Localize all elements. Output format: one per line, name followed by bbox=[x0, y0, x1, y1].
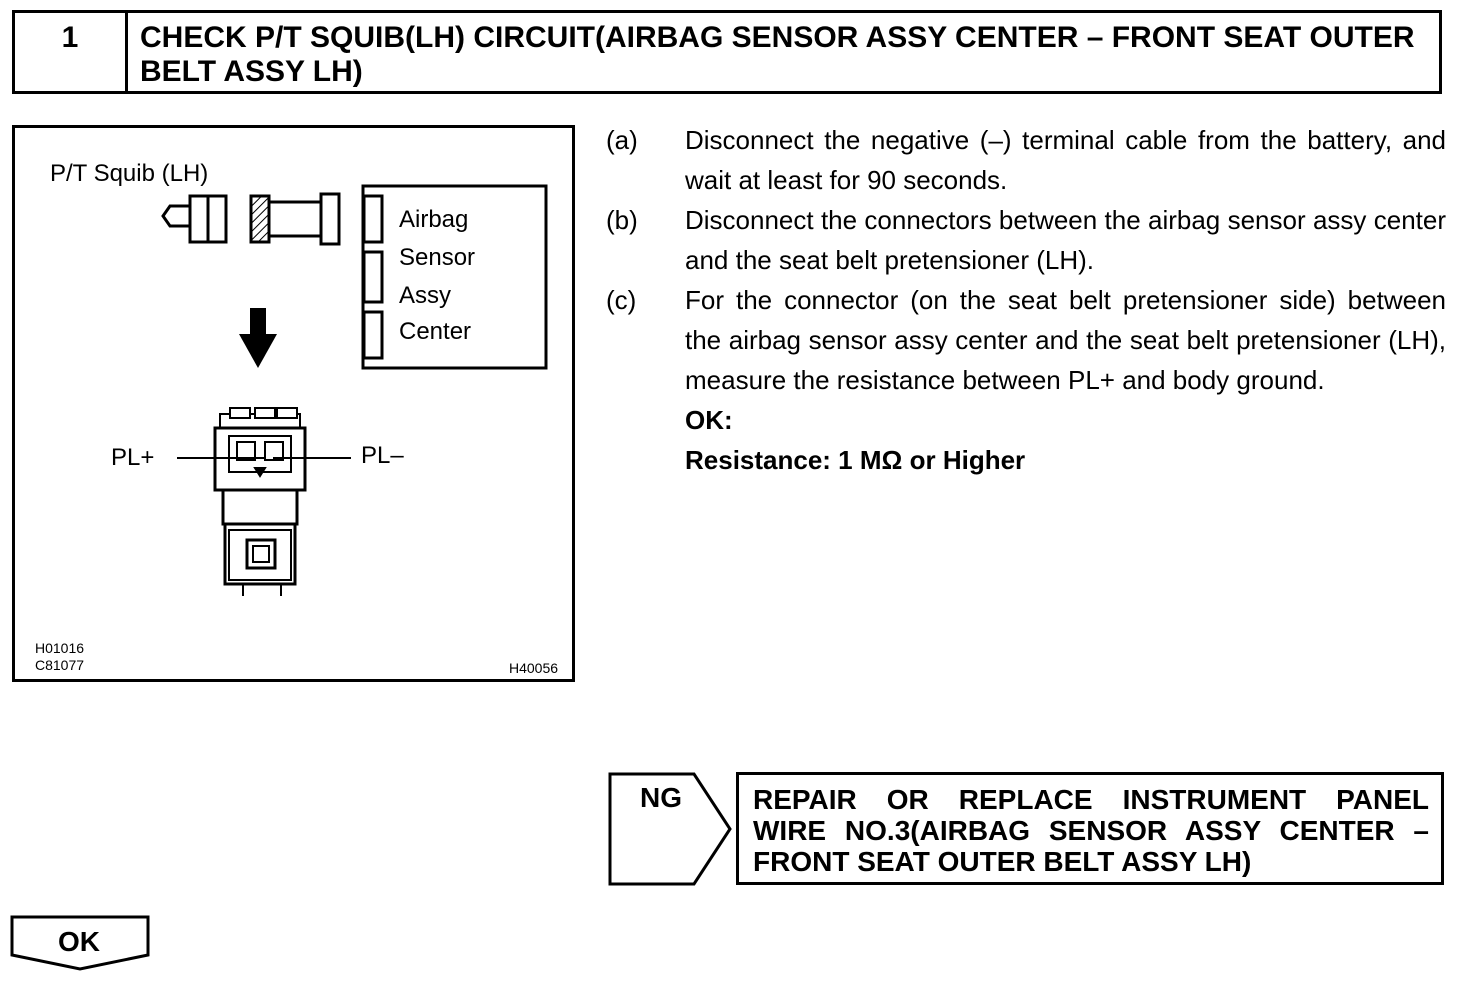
pl-minus-label: PL– bbox=[361, 442, 404, 469]
ng-pointer bbox=[608, 772, 732, 886]
repair-line: WIRE NO.3(AIRBAG SENSOR ASSY CENTER – bbox=[753, 815, 1429, 846]
ok-spec: OK: Resistance: 1 MΩ or Higher bbox=[685, 400, 1446, 480]
step-text: Disconnect the connectors between the ai… bbox=[685, 205, 1446, 275]
step-text: Disconnect the negative (–) terminal cab… bbox=[685, 125, 1446, 195]
step-text: For the connector (on the seat belt pret… bbox=[685, 285, 1446, 395]
figure-code: H01016 bbox=[35, 640, 85, 656]
step-item: (a) Disconnect the negative (–) terminal… bbox=[606, 120, 1446, 200]
ok-spec-value: Resistance: 1 MΩ or Higher bbox=[685, 445, 1026, 475]
ng-label: NG bbox=[640, 782, 682, 813]
sensor-label-line: Airbag bbox=[399, 206, 469, 233]
pretensioner-plug bbox=[267, 192, 341, 246]
figure-code: C81077 bbox=[35, 657, 85, 673]
sensor-label-line: Assy bbox=[399, 282, 452, 309]
step-number: 1 bbox=[15, 13, 128, 91]
step-item: (b) Disconnect the connectors between th… bbox=[606, 200, 1446, 280]
hatched-connector bbox=[249, 194, 271, 244]
squib-label: P/T Squib (LH) bbox=[50, 160, 209, 187]
step-item: (c) For the connector (on the seat belt … bbox=[606, 280, 1446, 400]
ok-pointer bbox=[10, 915, 150, 971]
ok-next-label: OK bbox=[58, 926, 100, 957]
connector-face bbox=[213, 407, 307, 596]
step-letter: (b) bbox=[606, 205, 638, 235]
sensor-box bbox=[361, 184, 548, 370]
squib-plug bbox=[161, 194, 228, 244]
connector-illustration bbox=[161, 184, 548, 596]
pl-plus-label: PL+ bbox=[111, 444, 155, 471]
ok-spec-label: OK: bbox=[685, 405, 733, 435]
down-arrow bbox=[239, 308, 277, 368]
connector-diagram: P/T Squib (LH) Airbag Sensor Assy Center… bbox=[12, 125, 575, 682]
repair-line: FRONT SEAT OUTER BELT ASSY LH) bbox=[753, 846, 1252, 877]
sensor-label-line: Sensor bbox=[399, 244, 476, 271]
step-letter: (c) bbox=[606, 285, 637, 315]
sensor-label-line: Center bbox=[399, 318, 472, 345]
step-letter: (a) bbox=[606, 125, 638, 155]
procedure-steps: (a) Disconnect the negative (–) terminal… bbox=[606, 120, 1446, 480]
step-header: 1 CHECK P/T SQUIB(LH) CIRCUIT(AIRBAG SEN… bbox=[12, 10, 1442, 94]
figure-code: H40056 bbox=[509, 660, 559, 676]
repair-line: REPAIR OR REPLACE INSTRUMENT PANEL bbox=[753, 784, 1429, 815]
step-title: CHECK P/T SQUIB(LH) CIRCUIT(AIRBAG SENSO… bbox=[140, 21, 1415, 88]
repair-instruction: REPAIR OR REPLACE INSTRUMENT PANEL WIRE … bbox=[736, 772, 1444, 885]
